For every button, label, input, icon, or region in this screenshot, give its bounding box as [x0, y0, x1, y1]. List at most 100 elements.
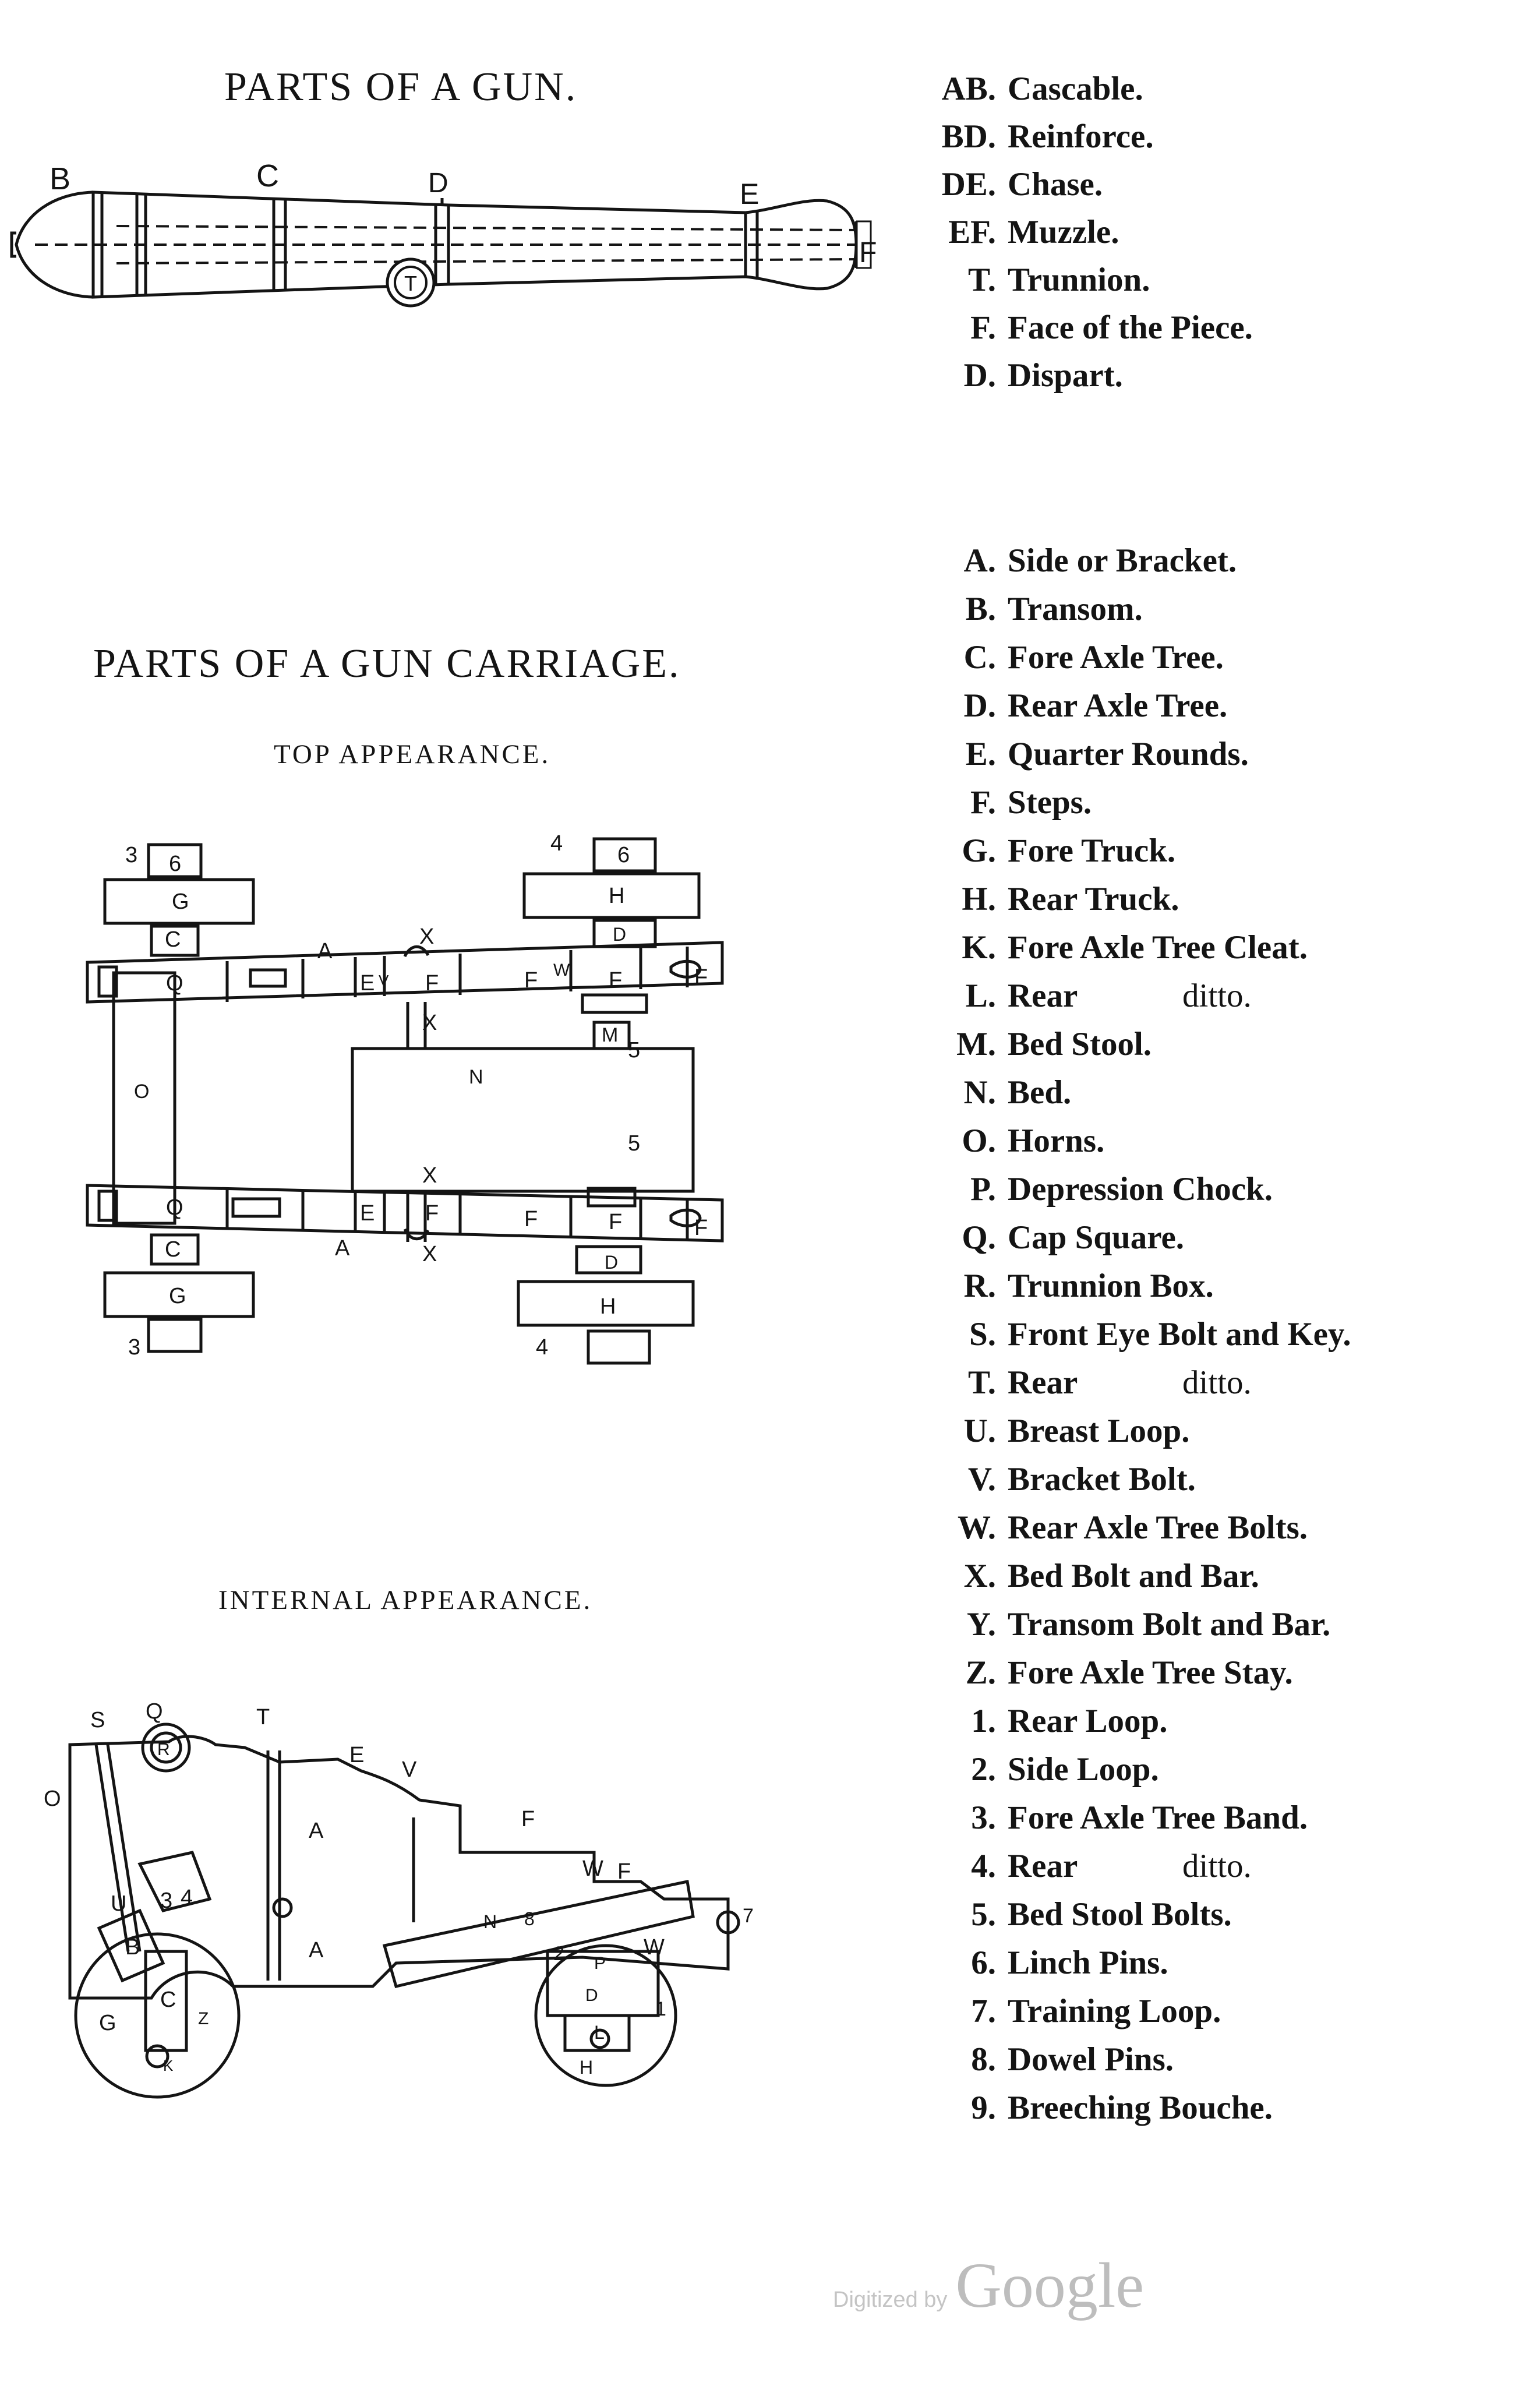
legend-key: Z. [965, 1654, 996, 1691]
top-label-w: W [553, 961, 570, 980]
legend-key: Y. [966, 1606, 996, 1643]
top-label-6b: 6 [617, 843, 630, 867]
top-label-3: 3 [125, 843, 137, 867]
top-label-q: Q [166, 971, 183, 996]
top-label-e: E [360, 971, 375, 996]
top-label-6: 6 [169, 852, 181, 876]
legend-key: U. [963, 1413, 996, 1449]
int-label-o: O [44, 1787, 61, 1811]
legend-value: Rear [1008, 1848, 1078, 1884]
int-label-w: W [582, 1856, 603, 1881]
int-label-u: U [111, 1891, 126, 1916]
top-label-x: X [419, 924, 434, 949]
int-label-3: 3 [160, 1889, 172, 1913]
legend-value: Face of the Piece. [1008, 309, 1253, 346]
legend-key: R. [963, 1268, 996, 1304]
gun-label-t: T [404, 271, 417, 295]
int-label-r: R [157, 1740, 170, 1759]
legend-key: H. [962, 881, 996, 917]
top-label-x2: X [422, 1011, 437, 1035]
legend-value: Rear Axle Tree Bolts. [1008, 1509, 1308, 1546]
legend-value: Transom. [1008, 591, 1143, 627]
top-label-q2: Q [166, 1195, 183, 1220]
gun-label-f: F [859, 236, 877, 269]
google-logo: Google [955, 2250, 1145, 2321]
legend-key: E. [965, 736, 996, 772]
top-label-5b: 5 [628, 1131, 640, 1156]
legend-key: M. [956, 1026, 996, 1063]
legend-ditto: ditto. [1182, 977, 1252, 1014]
legend-key: F. [970, 784, 996, 821]
legend-ditto: ditto. [1182, 1848, 1252, 1884]
legend-key: 2. [971, 1751, 996, 1788]
gun-label-d: D [428, 168, 448, 199]
legend-value: Cascable. [1008, 70, 1143, 107]
int-label-d: D [585, 1986, 598, 2005]
legend-value: Breeching Bouche. [1008, 2089, 1273, 2126]
legend-key: 1. [971, 1703, 996, 1739]
legend-value: Rear Loop. [1008, 1703, 1168, 1739]
legend-key: F. [970, 309, 996, 346]
legend-key: C. [963, 639, 996, 676]
legend-value: Quarter Rounds. [1008, 736, 1249, 772]
int-label-g: G [99, 2011, 116, 2035]
top-label-5: 5 [628, 1038, 640, 1063]
legend-value: Rear [1008, 977, 1078, 1014]
int-label-4: 4 [181, 1886, 193, 1910]
legend-key: AB. [941, 70, 996, 107]
legend-value: Training Loop. [1008, 1993, 1221, 2029]
int-label-k: K [163, 2057, 174, 2074]
legend-value: Transom Bolt and Bar. [1008, 1606, 1331, 1643]
top-label-3b: 3 [128, 1335, 140, 1360]
legend-value: Muzzle. [1008, 214, 1119, 250]
legend-value: Dowel Pins. [1008, 2041, 1174, 2078]
top-label-f3: F [609, 968, 622, 993]
int-label-p: P [594, 1954, 606, 1973]
internal-appearance-title: INTERNAL APPEARANCE. [218, 1585, 593, 1615]
int-label-f2: F [617, 1859, 631, 1884]
top-label-4b: 4 [536, 1335, 548, 1360]
legend-ditto: ditto. [1182, 1364, 1252, 1401]
legend-value: Rear Truck. [1008, 881, 1179, 917]
top-label-x4: X [422, 1242, 437, 1266]
legend-value: Depression Chock. [1008, 1171, 1273, 1208]
legend-key: DE. [941, 166, 996, 203]
legend-value: Rear Axle Tree. [1008, 687, 1228, 724]
carriage-title: PARTS OF A GUN CARRIAGE. [93, 641, 681, 686]
legend-value: Bed Stool Bolts. [1008, 1896, 1232, 1933]
legend-value: Breast Loop. [1008, 1413, 1190, 1449]
legend-key: P. [970, 1171, 996, 1208]
legend-key: K. [962, 929, 996, 966]
legend-value: Rear [1008, 1364, 1078, 1401]
top-label-d: D [613, 924, 626, 945]
top-label-f7: F [609, 1210, 622, 1234]
legend-value: Fore Axle Tree Stay. [1008, 1654, 1293, 1691]
int-label-q: Q [146, 1699, 163, 1724]
internal-appearance-diagram: S Q R T E V O A A U 3 4 B C Z G K F W F … [44, 1699, 754, 2099]
legend-key: A. [963, 542, 996, 579]
legend-value: Bracket Bolt. [1008, 1461, 1196, 1498]
top-label-f8: F [694, 1216, 708, 1240]
legend-value: Cap Square. [1008, 1219, 1185, 1256]
int-label-e: E [349, 1743, 364, 1767]
legend-key: V. [967, 1461, 996, 1498]
int-label-l: L [594, 2022, 605, 2043]
gun-diagram: T B C D E F [10, 158, 877, 308]
top-label-f5: F [425, 1201, 439, 1226]
gun-label-b: B [50, 161, 70, 196]
legend-key: BD. [941, 118, 996, 155]
top-label-f2: F [524, 968, 538, 993]
legend-key: B. [965, 591, 996, 627]
int-label-n: N [483, 1911, 497, 1932]
legend-key: 3. [971, 1799, 996, 1836]
legend-key: O. [962, 1123, 996, 1159]
int-label-8: 8 [524, 1908, 535, 1929]
int-label-a2: A [309, 1938, 324, 1963]
legend-value: Side Loop. [1008, 1751, 1159, 1788]
int-label-w2: W [644, 1935, 665, 1960]
legend-key: Q. [962, 1219, 996, 1256]
int-label-2: 2 [553, 1943, 564, 1965]
legend-value: Fore Axle Tree Band. [1008, 1799, 1308, 1836]
top-label-c2: C [165, 1237, 181, 1262]
